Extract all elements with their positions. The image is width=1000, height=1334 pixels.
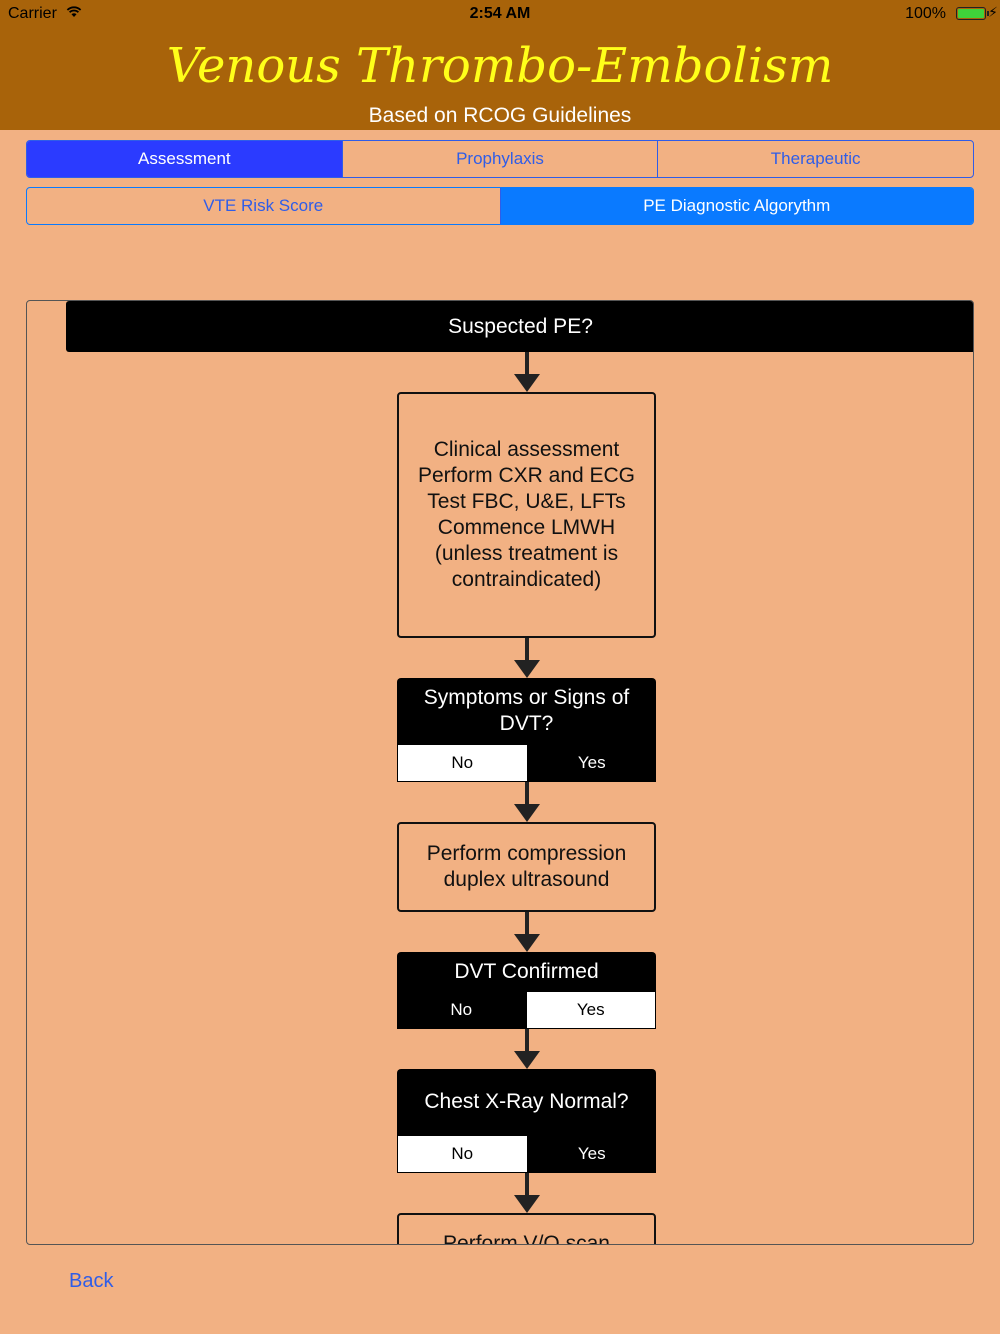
q2-yes-option[interactable]: Yes (525, 991, 656, 1029)
flow-question-dvt-confirmed: DVT Confirmed No Yes (397, 952, 656, 1029)
charging-bolt-icon: ⚡ (988, 4, 998, 20)
flow-step-vq-scan: Perform V/Q scan (397, 1213, 656, 1245)
question-line: DVT Confirmed (454, 959, 599, 983)
sub-tabs: VTE Risk Score PE Diagnostic Algorythm (26, 187, 974, 225)
tab-assessment[interactable]: Assessment (27, 141, 342, 177)
question-line: Chest X-Ray Normal? (424, 1090, 629, 1113)
battery-cap (987, 11, 989, 16)
q3-no-option[interactable]: No (397, 1135, 528, 1173)
carrier-label: Carrier (8, 5, 57, 22)
arrow-down-icon (514, 1173, 540, 1213)
status-time: 2:54 AM (469, 5, 531, 22)
battery-percent: 100% (905, 5, 946, 22)
back-button[interactable]: Back (69, 1270, 114, 1292)
question-line: Symptoms or Signs of (423, 686, 630, 709)
subtab-pe-diagnostic-algorythm[interactable]: PE Diagnostic Algorythm (499, 188, 973, 224)
q1-no-option[interactable]: No (397, 744, 528, 782)
step-line: (unless treatment is (434, 542, 619, 565)
q3-yes-option[interactable]: Yes (527, 1135, 656, 1173)
step-line: Perform CXR and ECG (417, 464, 636, 487)
arrow-down-icon (514, 912, 540, 952)
flow-question-chest-xray: Chest X-Ray Normal? No Yes (397, 1069, 656, 1173)
step-line: Clinical assessment (433, 438, 620, 461)
tab-prophylaxis[interactable]: Prophylaxis (341, 141, 658, 177)
wifi-icon (66, 6, 82, 17)
app-subtitle: Based on RCOG Guidelines (368, 104, 632, 127)
step-line: Commence LMWH (437, 516, 616, 539)
subtab-vte-risk-score[interactable]: VTE Risk Score (203, 196, 324, 215)
status-bar: Carrier 2:54 AM 100% ⚡ (0, 0, 1000, 28)
arrow-down-icon (514, 782, 540, 822)
app-header: Carrier 2:54 AM 100% ⚡ Venous Thrombo-Em… (0, 0, 1000, 130)
flow-step-clinical-assessment: Clinical assessment Perform CXR and ECG … (397, 392, 656, 638)
flow-question-dvt-signs: Symptoms or Signs of DVT? No Yes (397, 678, 656, 782)
arrow-down-icon (514, 1029, 540, 1069)
tab-therapeutic[interactable]: Therapeutic (657, 141, 973, 177)
battery-icon (956, 7, 986, 20)
main-tabs: Assessment Prophylaxis Therapeutic (26, 140, 974, 178)
step-line: contraindicated) (451, 568, 602, 591)
flow-step-compression-ultrasound: Perform compression duplex ultrasound (397, 822, 656, 912)
step-line: Test FBC, U&E, LFTs (427, 490, 626, 513)
q1-yes-option[interactable]: Yes (527, 744, 656, 782)
arrow-down-icon (514, 352, 540, 392)
q2-no-option[interactable]: No (397, 991, 526, 1029)
flow-start-suspected-pe: Suspected PE? (66, 301, 973, 352)
step-line: Perform V/Q scan (443, 1232, 610, 1245)
step-line: Perform compression (426, 842, 627, 865)
step-line: duplex ultrasound (443, 868, 610, 891)
question-line: DVT? (499, 712, 554, 735)
arrow-down-icon (514, 638, 540, 678)
app-title: Venous Thrombo-Embolism (166, 38, 834, 94)
flowchart-panel[interactable]: Suspected PE? Clinical assessment Perfor… (26, 300, 974, 1245)
